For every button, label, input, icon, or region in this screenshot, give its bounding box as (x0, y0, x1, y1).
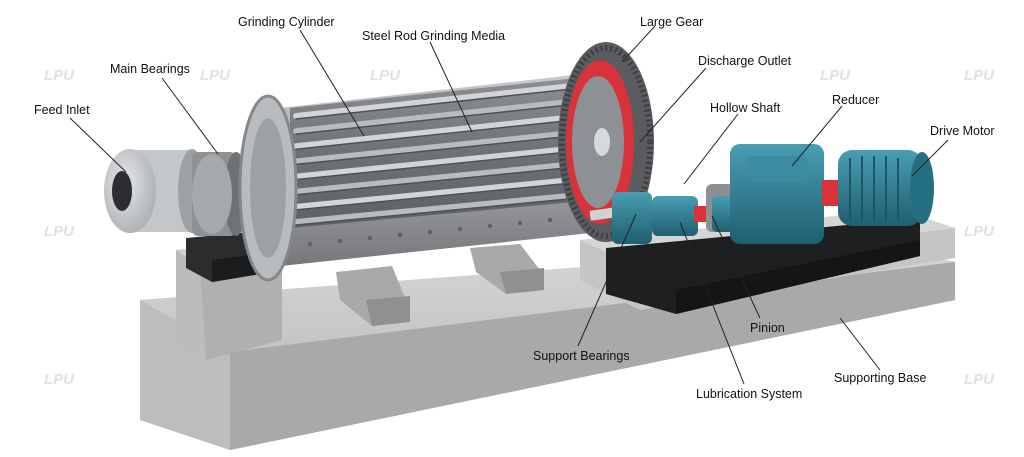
steel-rod-shadow (295, 101, 591, 135)
steel-rod-shadow (295, 180, 591, 211)
shell-bolts (307, 214, 583, 247)
leader-line (839, 317, 881, 371)
watermark-text: LPU (370, 67, 401, 84)
steel-rod-shadow (295, 133, 591, 166)
label-supporting-base: Supporting Base (834, 371, 926, 385)
label-support-bearings: Support Bearings (533, 349, 630, 363)
watermark-text: LPU (44, 67, 75, 84)
leader-line (429, 41, 473, 133)
steel-rods (293, 81, 593, 226)
watermark-text: LPU (200, 67, 231, 84)
cylinder-flange (238, 94, 298, 282)
steel-rod (293, 112, 593, 150)
steel-rod (293, 143, 593, 180)
large-gear (558, 42, 654, 242)
watermark-text: LPU (964, 371, 995, 388)
watermark-text: LPU (44, 371, 75, 388)
discharge-outlet-opening (594, 128, 610, 156)
leader-line (711, 215, 761, 319)
steel-rod-shadow (295, 86, 591, 120)
watermark-text: LPU (964, 67, 995, 84)
steel-rod (293, 159, 593, 195)
steel-rod (293, 81, 593, 119)
label-main-bearings: Main Bearings (110, 62, 190, 76)
leader-line (299, 29, 365, 137)
steel-rod (293, 191, 593, 225)
leader-line (161, 77, 219, 155)
label-large-gear: Large Gear (640, 15, 703, 29)
leader-line (639, 67, 707, 143)
label-reducer: Reducer (832, 93, 879, 107)
watermark-text: LPU (964, 223, 995, 240)
label-hollow-shaft: Hollow Shaft (710, 101, 781, 115)
label-steel-rod-media: Steel Rod Grinding Media (362, 29, 505, 43)
label-lubrication-system: Lubrication System (696, 387, 802, 401)
main-bearing-housing (192, 152, 248, 236)
drive-motor (838, 150, 934, 226)
steel-rod-shadow (295, 164, 591, 196)
leader-line (621, 25, 656, 63)
label-grinding-cylinder: Grinding Cylinder (238, 15, 335, 29)
label-feed-inlet: Feed Inlet (34, 103, 90, 117)
cylinder-interior (290, 76, 596, 228)
feed-inlet (104, 149, 206, 233)
steel-rod-shadow (295, 117, 591, 151)
steel-rod (293, 175, 593, 210)
label-drive-motor: Drive Motor (930, 124, 995, 138)
watermarks: LPU LPU LPU LPU LPU LPU LPU LPU LPU (44, 67, 995, 388)
labels: Feed Inlet Main Bearings Grinding Cylind… (34, 15, 995, 401)
motor-coupling (822, 180, 842, 206)
leader-line (577, 213, 637, 347)
drive-base (606, 218, 920, 314)
leader-line (911, 139, 949, 177)
leader-line (683, 113, 739, 185)
steel-rod (293, 96, 593, 135)
cylinder-supports (336, 244, 544, 326)
steel-rod-shadow (295, 196, 591, 226)
label-discharge-outlet: Discharge Outlet (698, 54, 792, 68)
steel-rod (293, 128, 593, 165)
leader-line (69, 117, 127, 173)
watermark-text: LPU (820, 67, 851, 84)
leader-line (679, 221, 745, 385)
reducer (730, 144, 824, 244)
leader-line (791, 105, 843, 167)
steel-rod-shadow (295, 149, 591, 181)
watermark-text: LPU (44, 223, 75, 240)
leader-lines (69, 25, 949, 385)
label-pinion: Pinion (750, 321, 785, 335)
